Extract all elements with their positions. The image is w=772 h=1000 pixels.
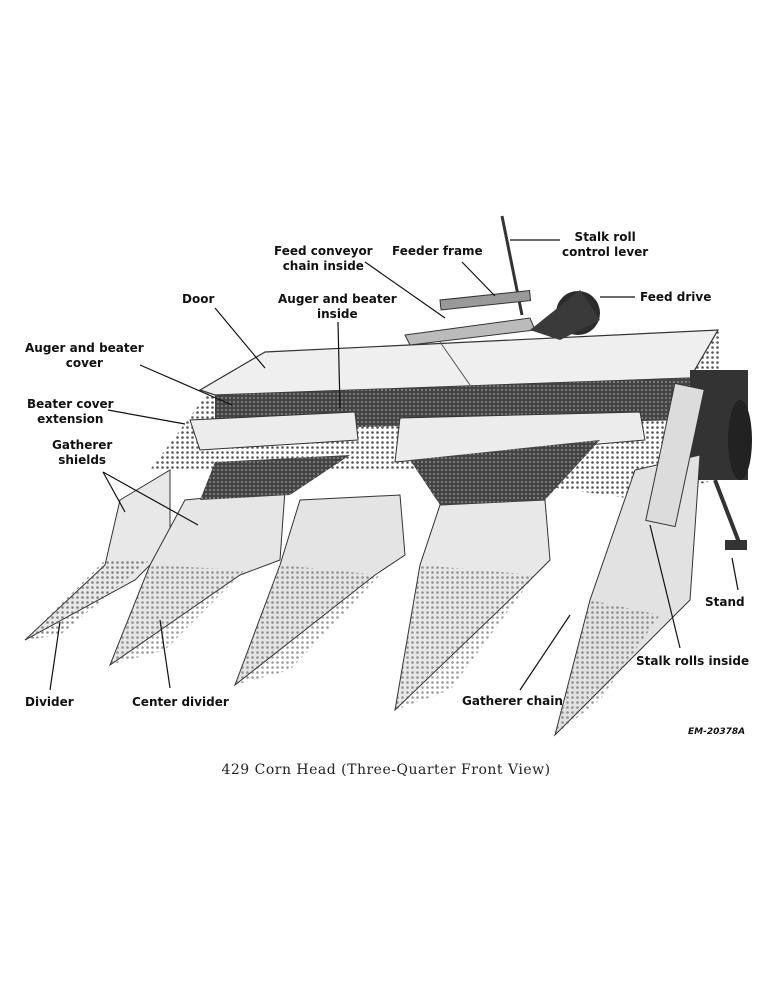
label-divider: Divider [25, 695, 74, 709]
label-line: cover [65, 356, 103, 370]
gatherer-row-4 [394, 440, 600, 712]
label-line: Feed conveyor [274, 244, 373, 258]
label-line: extension [37, 412, 104, 426]
label-line: Stalk roll [574, 230, 636, 244]
label-beater-cover-extension: Beater cover extension [27, 397, 114, 427]
gatherer-row-5 [554, 382, 705, 737]
feeder-assembly [404, 215, 600, 346]
label-auger-beater-inside: Auger and beater inside [278, 292, 397, 322]
label-line: Auger and beater [25, 341, 144, 355]
label-line: shields [58, 453, 107, 467]
gatherer-row-2 [108, 455, 350, 667]
label-line: Beater cover [27, 397, 114, 411]
leader-lines [49, 239, 739, 691]
figure-caption: 429 Corn Head (Three-Quarter Front View) [221, 762, 551, 778]
label-line: Gatherer [52, 438, 113, 452]
gatherer-row-1 [24, 469, 171, 641]
label-door: Door [182, 292, 215, 306]
label-gatherer-chain: Gatherer chain [462, 694, 563, 708]
label-auger-beater-cover: Auger and beater cover [25, 341, 144, 371]
label-feeder-frame: Feeder frame [392, 244, 483, 258]
label-line: inside [317, 307, 358, 321]
figure-code: EM-20378A [688, 727, 746, 737]
label-line: Auger and beater [278, 292, 397, 306]
label-line: control lever [562, 245, 649, 259]
label-feed-drive: Feed drive [640, 290, 712, 304]
label-center-divider: Center divider [132, 695, 229, 709]
label-stalk-roll-control-lever: Stalk roll control lever [562, 230, 648, 260]
label-stalk-rolls-inside: Stalk rolls inside [636, 654, 750, 668]
label-line: chain inside [282, 259, 364, 273]
label-stand: Stand [705, 595, 745, 609]
label-feed-conveyor-chain: Feed conveyor chain inside [274, 244, 373, 274]
gatherer-row-3 [233, 494, 406, 687]
label-gatherer-shields: Gatherer shields [52, 438, 112, 468]
